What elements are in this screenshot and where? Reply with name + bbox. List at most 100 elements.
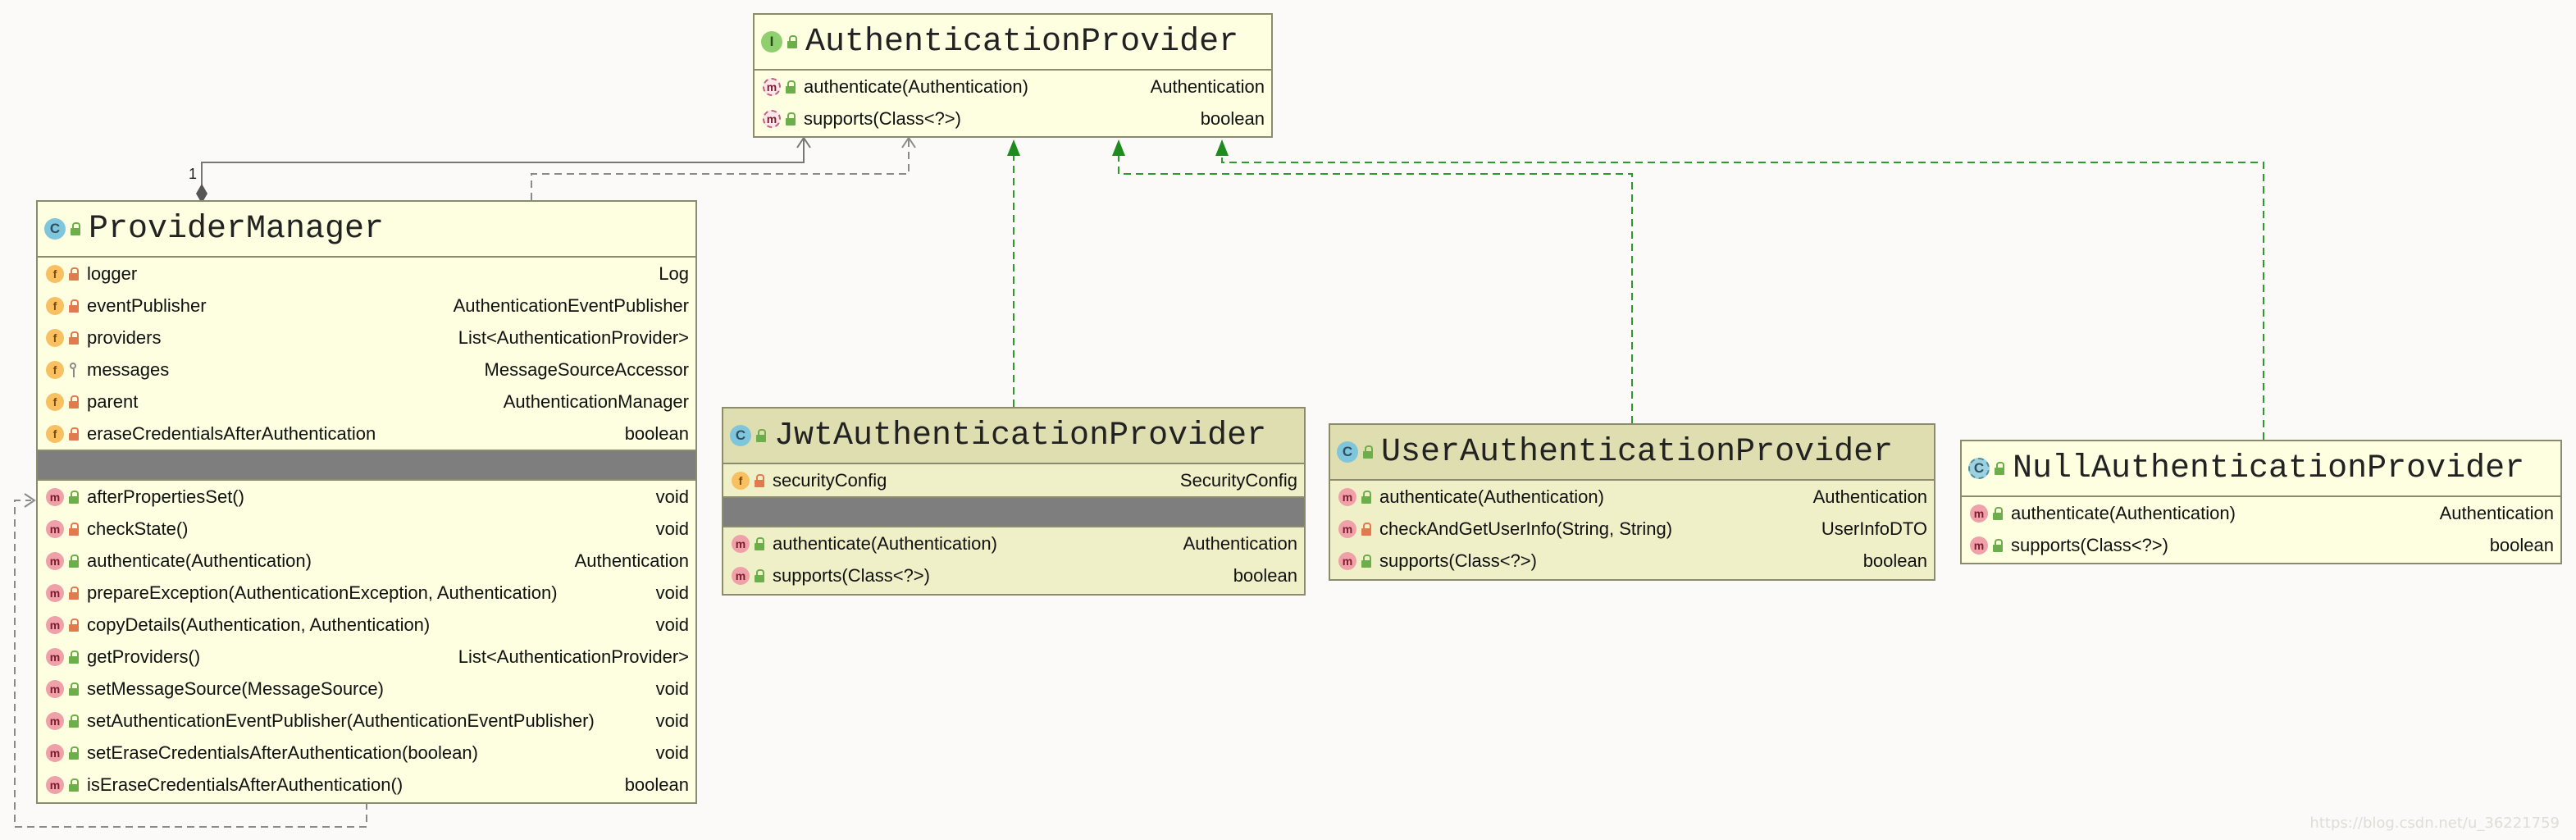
method-row[interactable]: m setMessageSource(MessageSource) void bbox=[38, 673, 695, 705]
public-lock-icon bbox=[1993, 538, 2003, 552]
field-type: SecurityConfig bbox=[1179, 469, 1297, 491]
field-type: Log bbox=[659, 262, 689, 284]
method-row[interactable]: m authenticate(Authentication) Authentic… bbox=[38, 545, 695, 577]
class-header: C NullAuthenticationProvider bbox=[1962, 441, 2560, 497]
method-icon: m bbox=[732, 566, 750, 585]
method-type: Authentication bbox=[1183, 532, 1297, 554]
method-type: void bbox=[655, 518, 689, 539]
public-lock-icon bbox=[71, 222, 80, 235]
class-icon: C bbox=[44, 218, 66, 240]
method-row[interactable]: m checkAndGetUserInfo(String, String) Us… bbox=[1330, 513, 1934, 545]
method-row[interactable]: m isEraseCredentialsAfterAuthentication(… bbox=[38, 769, 695, 801]
field-type: AuthenticationManager bbox=[503, 390, 689, 412]
method-row[interactable]: m supports(Class<?>) boolean bbox=[1962, 529, 2560, 561]
class-provider-manager[interactable]: C ProviderManager f logger Log f eventPu… bbox=[36, 200, 697, 804]
public-lock-icon bbox=[69, 682, 79, 696]
method-row[interactable]: m setAuthenticationEventPublisher(Authen… bbox=[38, 705, 695, 737]
composition-edge bbox=[196, 136, 811, 203]
field-type: boolean bbox=[624, 422, 689, 444]
private-lock-icon bbox=[1361, 522, 1371, 536]
public-lock-icon bbox=[1361, 490, 1371, 504]
field-name: securityConfig bbox=[773, 469, 887, 491]
private-lock-icon bbox=[69, 522, 79, 536]
class-header: C UserAuthenticationProvider bbox=[1330, 425, 1934, 481]
method-row[interactable]: m authenticate(Authentication) Authentic… bbox=[1330, 481, 1934, 513]
interface-icon: I bbox=[761, 31, 782, 52]
field-icon: f bbox=[46, 360, 64, 379]
dependency-edge bbox=[531, 136, 916, 200]
public-lock-icon bbox=[69, 554, 79, 568]
public-lock-icon bbox=[1361, 554, 1371, 568]
private-lock-icon bbox=[69, 331, 79, 345]
method-name: authenticate(Authentication) bbox=[773, 532, 997, 554]
public-lock-icon bbox=[1363, 445, 1373, 459]
public-lock-icon bbox=[786, 112, 796, 126]
method-icon: m bbox=[46, 615, 64, 634]
class-title: UserAuthenticationProvider bbox=[1381, 433, 1894, 471]
method-icon: m bbox=[46, 551, 64, 570]
method-name: supports(Class<?>) bbox=[804, 107, 961, 129]
class-jwt-authentication-provider[interactable]: C JwtAuthenticationProvider f securityCo… bbox=[722, 407, 1306, 596]
method-row[interactable]: m copyDetails(Authentication, Authentica… bbox=[38, 609, 695, 641]
method-type: Authentication bbox=[574, 550, 689, 571]
field-row[interactable]: f securityConfig SecurityConfig bbox=[723, 464, 1304, 496]
private-lock-icon bbox=[69, 299, 79, 313]
method-name: afterPropertiesSet() bbox=[87, 486, 244, 507]
method-row[interactable]: m authenticate(Authentication) Authentic… bbox=[1962, 497, 2560, 529]
public-lock-icon bbox=[1995, 462, 2004, 475]
method-type: void bbox=[655, 742, 689, 763]
field-row[interactable]: f providers List<AuthenticationProvider> bbox=[38, 322, 695, 354]
field-row[interactable]: f parent AuthenticationManager bbox=[38, 386, 695, 418]
public-lock-icon bbox=[1993, 506, 2003, 520]
method-row[interactable]: m checkState() void bbox=[38, 513, 695, 545]
field-row[interactable]: f eventPublisher AuthenticationEventPubl… bbox=[38, 290, 695, 322]
method-row[interactable]: m supports(Class<?>) boolean bbox=[1330, 545, 1934, 577]
open-arrow-head bbox=[901, 136, 916, 148]
method-icon: m bbox=[1338, 519, 1356, 538]
method-row[interactable]: m prepareException(AuthenticationExcepti… bbox=[38, 577, 695, 609]
field-name: logger bbox=[87, 262, 138, 284]
public-lock-icon bbox=[755, 536, 764, 550]
private-lock-icon bbox=[69, 618, 79, 632]
method-icon: m bbox=[1970, 504, 1988, 523]
method-row[interactable]: m supports(Class<?>) boolean bbox=[755, 103, 1271, 135]
public-lock-icon bbox=[69, 650, 79, 664]
method-icon: m bbox=[46, 583, 64, 602]
class-authentication-provider[interactable]: I AuthenticationProvider m authenticate(… bbox=[753, 13, 1273, 138]
class-title: NullAuthenticationProvider bbox=[2013, 450, 2525, 487]
field-icon: f bbox=[46, 392, 64, 411]
private-lock-icon bbox=[69, 427, 79, 441]
self-call-edge bbox=[14, 493, 367, 828]
method-name: checkState() bbox=[87, 518, 189, 539]
watermark: https://blog.csdn.net/u_36221759 bbox=[2309, 815, 2560, 832]
field-row[interactable]: f logger Log bbox=[38, 258, 695, 290]
class-user-authentication-provider[interactable]: C UserAuthenticationProvider m authentic… bbox=[1329, 423, 1935, 581]
field-row[interactable]: f messages MessageSourceAccessor bbox=[38, 354, 695, 386]
protected-key-icon bbox=[69, 362, 79, 377]
section-separator bbox=[38, 450, 695, 481]
multiplicity-label: 1 bbox=[189, 166, 198, 182]
method-row[interactable]: m authenticate(Authentication) Authentic… bbox=[723, 527, 1304, 559]
method-icon: m bbox=[46, 679, 64, 698]
public-lock-icon bbox=[69, 778, 79, 792]
method-row[interactable]: m getProviders() List<AuthenticationProv… bbox=[38, 641, 695, 673]
private-lock-icon bbox=[69, 395, 79, 409]
method-type: boolean bbox=[1233, 564, 1297, 586]
private-lock-icon bbox=[755, 473, 764, 487]
method-name: copyDetails(Authentication, Authenticati… bbox=[87, 614, 431, 635]
method-row[interactable]: m authenticate(Authentication) Authentic… bbox=[755, 71, 1271, 103]
method-name: authenticate(Authentication) bbox=[87, 550, 312, 571]
method-name: authenticate(Authentication) bbox=[804, 75, 1028, 97]
method-row[interactable]: m supports(Class<?>) boolean bbox=[723, 559, 1304, 591]
method-name: setEraseCredentialsAfterAuthentication(b… bbox=[87, 742, 478, 763]
method-name: isEraseCredentialsAfterAuthentication() bbox=[87, 774, 403, 795]
class-title: AuthenticationProvider bbox=[805, 23, 1239, 61]
field-row[interactable]: f eraseCredentialsAfterAuthentication bo… bbox=[38, 418, 695, 450]
implements-edge-jwt bbox=[1007, 139, 1020, 407]
class-null-authentication-provider[interactable]: C NullAuthenticationProvider m authentic… bbox=[1960, 440, 2562, 564]
class-header: I AuthenticationProvider bbox=[755, 15, 1271, 71]
method-name: authenticate(Authentication) bbox=[2011, 502, 2236, 523]
method-row[interactable]: m setEraseCredentialsAfterAuthentication… bbox=[38, 737, 695, 769]
method-row[interactable]: m afterPropertiesSet() void bbox=[38, 481, 695, 513]
